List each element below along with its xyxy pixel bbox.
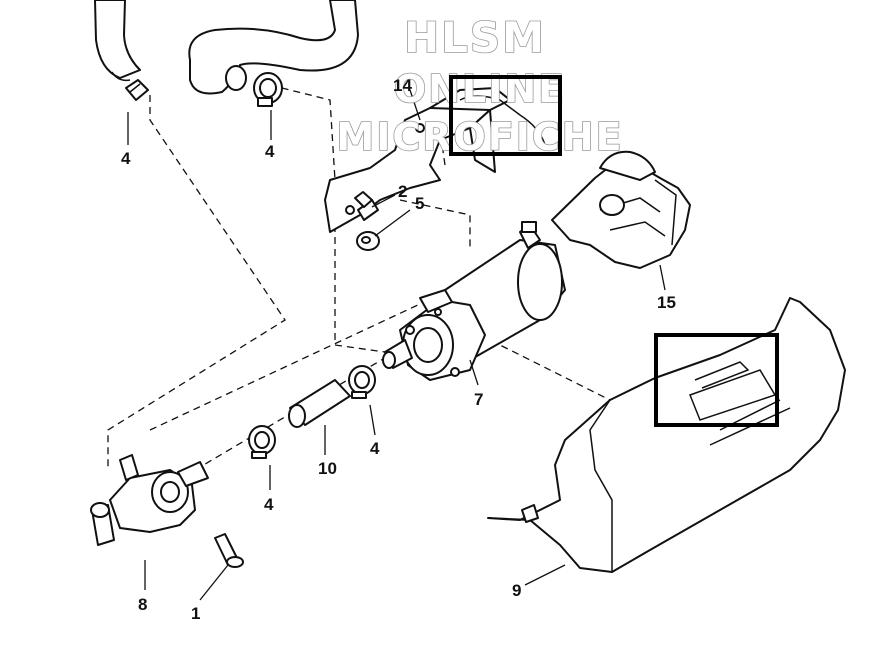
highlight-box-bracket [449, 75, 562, 156]
callout-1: 1 [191, 604, 200, 623]
callout-4-middle-right: 4 [370, 439, 380, 458]
callout-5: 5 [415, 194, 424, 213]
leader-lines [127, 89, 666, 601]
callout-4-top-right: 4 [265, 142, 275, 161]
callout-8: 8 [138, 595, 147, 614]
screw [354, 191, 379, 221]
hose-clamp-top-left [125, 79, 149, 101]
coupler [551, 150, 691, 269]
pump-motor [382, 221, 566, 381]
hose-clamp-top-right [253, 72, 283, 107]
hose-segment [288, 379, 351, 428]
hose-clamp-middle-a [348, 365, 376, 399]
hose-clamp-middle-b [248, 425, 276, 459]
cover [487, 297, 846, 573]
hose-right [188, 0, 359, 95]
callout-9: 9 [512, 581, 521, 600]
callout-7: 7 [474, 390, 483, 409]
highlight-box-cover [654, 333, 779, 427]
bolt [214, 533, 244, 568]
callout-2: 2 [398, 182, 407, 201]
washer [356, 231, 380, 251]
hose-left [94, 0, 141, 82]
callout-labels: 4 4 14 2 5 15 7 4 10 4 8 1 9 [121, 76, 676, 623]
callout-4-middle-left: 4 [264, 495, 274, 514]
watermark: HLSM ONLINE MICROFICHE [336, 12, 623, 160]
water-pump [90, 454, 209, 546]
callout-10: 10 [318, 459, 337, 478]
watermark-line1: HLSM [404, 13, 546, 62]
callout-4-top-left: 4 [121, 149, 131, 168]
callout-15: 15 [657, 293, 676, 312]
watermark-line2: ONLINE [394, 67, 566, 111]
callout-14: 14 [393, 76, 412, 95]
